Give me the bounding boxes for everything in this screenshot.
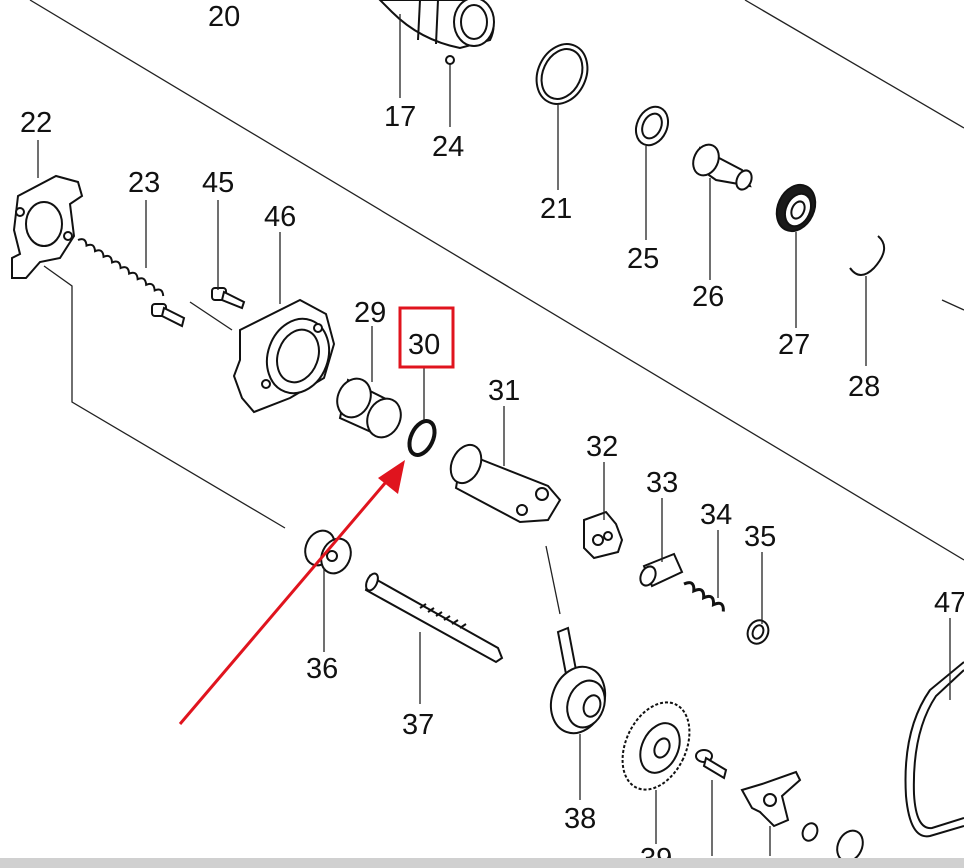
part-25-seal[interactable] (630, 102, 674, 151)
label-17: 17 (384, 101, 416, 133)
highlight-arrow (178, 460, 405, 725)
part-27-bearing[interactable] (770, 179, 823, 238)
part-34-spring[interactable] (683, 580, 726, 612)
label-27: 27 (778, 329, 810, 361)
part-small-washer[interactable] (800, 821, 820, 843)
part-23-spring[interactable] (71, 238, 172, 297)
part-28-snap-ring[interactable] (849, 235, 885, 276)
part-37-shaft[interactable] (364, 572, 504, 664)
label-29: 29 (354, 297, 386, 329)
label-30: 30 (408, 329, 440, 361)
part-24-ball[interactable] (445, 55, 455, 65)
part-29-cylinder[interactable] (331, 373, 407, 443)
label-22: 22 (20, 107, 52, 139)
part-30-o-ring[interactable] (404, 417, 439, 459)
label-21: 21 (540, 193, 572, 225)
label-23: 23 (128, 167, 160, 199)
label-28: 28 (848, 371, 880, 403)
window-bottom-edge (0, 858, 964, 868)
label-26: 26 (692, 281, 724, 313)
label-45: 45 (202, 167, 234, 199)
part-35-washer[interactable] (744, 617, 772, 647)
part-47-gasket[interactable] (904, 661, 964, 838)
label-35: 35 (744, 521, 776, 553)
part-45-screw[interactable] (211, 287, 246, 310)
part-36-gear[interactable] (300, 526, 357, 578)
label-36: 36 (306, 653, 338, 685)
label-47: 47 (934, 587, 964, 619)
part-22-plate[interactable] (11, 174, 84, 279)
part-17-sleeve[interactable] (378, 0, 495, 50)
label-25: 25 (627, 243, 659, 275)
part-32-clip[interactable] (583, 510, 624, 560)
label-24: 24 (432, 131, 464, 163)
label-32: 32 (586, 431, 618, 463)
part-33-pin[interactable] (637, 552, 684, 588)
label-20: 20 (208, 1, 240, 33)
label-46: 46 (264, 201, 296, 233)
part-38-wobble-bearing[interactable] (542, 626, 614, 741)
part-31-piston[interactable] (445, 440, 562, 524)
assembly-frame-lines (29, 0, 964, 561)
label-34: 34 (700, 499, 732, 531)
label-31: 31 (488, 375, 520, 407)
part-screw-small[interactable] (695, 749, 728, 780)
part-21-o-ring[interactable] (527, 36, 597, 112)
label-37: 37 (402, 709, 434, 741)
highlight-box (398, 306, 455, 369)
label-33: 33 (646, 467, 678, 499)
part-39-bevel-gear[interactable] (609, 692, 702, 801)
part-star-plate[interactable] (740, 770, 802, 828)
part-46-housing[interactable] (232, 298, 339, 414)
part-45-screw-alt[interactable] (151, 303, 186, 328)
label-38: 38 (564, 803, 596, 835)
part-26-pin[interactable] (688, 140, 754, 192)
